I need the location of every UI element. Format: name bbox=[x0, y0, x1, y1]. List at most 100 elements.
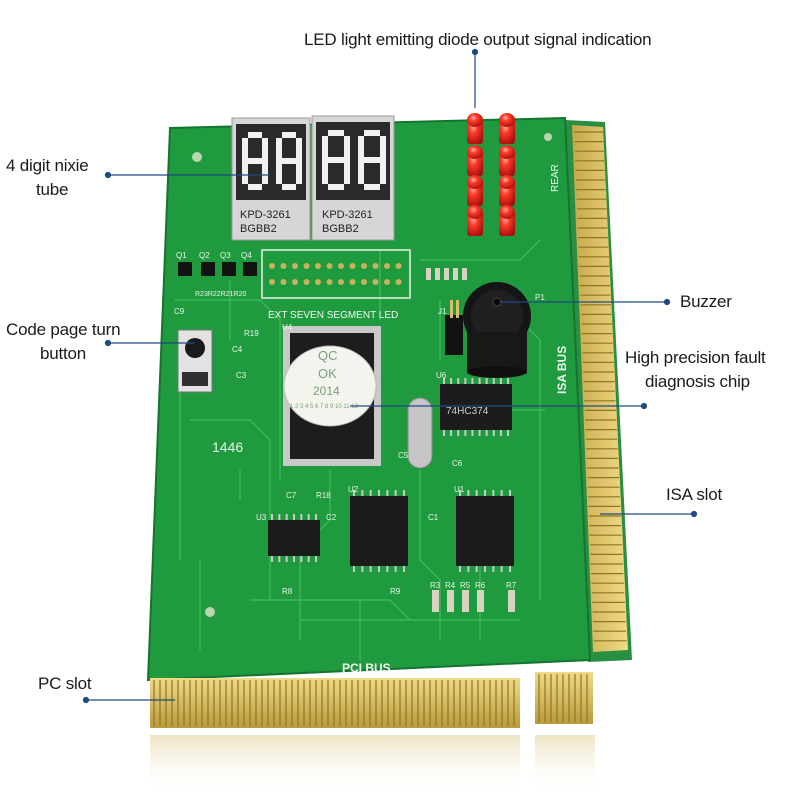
led-array bbox=[467, 113, 515, 236]
header-pin bbox=[326, 279, 333, 285]
header-pin bbox=[269, 263, 275, 269]
c4-label: C4 bbox=[232, 345, 243, 354]
buzzer: P1 bbox=[463, 282, 545, 378]
display-code-label: BGBB2 bbox=[240, 223, 277, 235]
segment bbox=[242, 138, 248, 161]
r6-label: R6 bbox=[475, 581, 486, 590]
segment bbox=[328, 130, 344, 136]
callout-buzzer: Buzzer bbox=[680, 292, 732, 311]
segment bbox=[262, 161, 268, 184]
header-pin bbox=[269, 279, 275, 285]
r4-label: R4 bbox=[445, 581, 456, 590]
callout-code-line1: Code page turn bbox=[6, 320, 121, 339]
p1-label: P1 bbox=[535, 293, 545, 302]
header-pin bbox=[303, 279, 310, 285]
header-pin bbox=[361, 263, 367, 269]
r7-label: R7 bbox=[506, 581, 517, 590]
r8-label: R8 bbox=[282, 587, 293, 596]
segment bbox=[364, 130, 380, 136]
mounting-hole bbox=[192, 152, 202, 162]
q2-label: Q2 bbox=[199, 251, 210, 260]
q1-label: Q1 bbox=[176, 251, 187, 260]
nixie-display-1: KPD-3261 BGBB2 bbox=[231, 117, 311, 241]
qc-sticker-digits: 1 2 3 4 5 6 7 8 9 10 11 12 bbox=[290, 404, 359, 410]
nixie-display-2: KPD-3261 BGBB2 bbox=[311, 115, 395, 241]
j1-label: J1 bbox=[438, 307, 447, 316]
u4-label: U4 bbox=[282, 323, 293, 332]
display-model-label: KPD-3261 bbox=[240, 209, 291, 221]
u6-label: U6 bbox=[436, 371, 447, 380]
segment bbox=[358, 160, 364, 184]
resistor-bank bbox=[426, 268, 467, 280]
c7-label: C7 bbox=[286, 491, 297, 500]
segment bbox=[380, 136, 386, 160]
segment bbox=[248, 158, 262, 164]
header-pin bbox=[372, 279, 379, 285]
isa-edge-connector bbox=[565, 120, 632, 662]
header-pin bbox=[280, 263, 287, 269]
q3-label: Q3 bbox=[220, 251, 231, 260]
u3-label: U3 bbox=[256, 513, 267, 522]
display-code-label: BGBB2 bbox=[322, 223, 359, 235]
callout-chip-line1: High precision fault bbox=[625, 348, 766, 367]
segment bbox=[262, 138, 268, 161]
segment bbox=[282, 132, 296, 138]
callout-code-page-button: Code page turn button bbox=[6, 318, 121, 366]
led-dome bbox=[467, 175, 483, 189]
seven-segment-label: EXT SEVEN SEGMENT LED bbox=[268, 310, 398, 321]
header-pin bbox=[338, 279, 344, 285]
chip-u3: U3 bbox=[256, 513, 320, 562]
header-pin bbox=[384, 263, 390, 269]
segment bbox=[344, 136, 350, 160]
segment bbox=[276, 138, 282, 161]
header-pin bbox=[361, 279, 367, 285]
segment bbox=[358, 136, 364, 160]
ext-seven-segment-header: EXT SEVEN SEGMENT LED bbox=[261, 249, 411, 321]
c5-label: C5 bbox=[398, 451, 409, 460]
board-reflection bbox=[150, 735, 520, 795]
segment bbox=[242, 161, 248, 184]
segment bbox=[296, 161, 302, 184]
callout-led: LED light emitting diode output signal i… bbox=[304, 30, 652, 49]
led-dome bbox=[467, 145, 483, 159]
header-pin bbox=[326, 263, 333, 269]
resistor-row-label: R23R22R21R20 bbox=[195, 291, 246, 298]
header-pin bbox=[384, 279, 390, 285]
q4-label: Q4 bbox=[241, 251, 252, 260]
segment bbox=[364, 157, 380, 163]
pci-bus-label: PCI BUS bbox=[342, 661, 391, 675]
led-dome bbox=[499, 145, 515, 159]
mounting-hole bbox=[205, 607, 215, 617]
c1-label: C1 bbox=[428, 513, 439, 522]
c3-label: C3 bbox=[236, 371, 247, 380]
led-dome bbox=[499, 205, 515, 219]
header-pin bbox=[349, 279, 356, 285]
callout-nixie-line2: tube bbox=[36, 180, 69, 199]
segment bbox=[380, 160, 386, 184]
transistor-row: Q1 Q2 Q3 Q4 R23R22R21R20 bbox=[176, 251, 257, 298]
callout-chip-line2: diagnosis chip bbox=[645, 372, 750, 391]
header-pin bbox=[315, 279, 321, 285]
qc-sticker-text: 2014 bbox=[313, 384, 340, 398]
segment bbox=[282, 158, 296, 164]
crystal-oscillator bbox=[407, 397, 433, 469]
header-pin bbox=[303, 263, 310, 269]
segment bbox=[276, 161, 282, 184]
segment bbox=[248, 132, 262, 138]
r5-label: R5 bbox=[460, 581, 471, 590]
callout-nixie-line1: 4 digit nixie bbox=[6, 156, 89, 175]
segment bbox=[248, 184, 262, 190]
mounting-hole bbox=[544, 133, 552, 141]
header-pin bbox=[315, 263, 321, 269]
c6-label: C6 bbox=[452, 459, 463, 468]
segment bbox=[322, 160, 328, 184]
callout-code-line2: button bbox=[40, 344, 87, 363]
board-marking: 1446 bbox=[212, 439, 243, 455]
chip-74hc-label: 74HC374 bbox=[446, 406, 489, 417]
callout-isa-slot: ISA slot bbox=[666, 485, 723, 504]
display-model-label: KPD-3261 bbox=[322, 209, 373, 221]
c2-label: C2 bbox=[326, 513, 337, 522]
chip-74hc374: 74HC374 U6 bbox=[436, 371, 512, 436]
pci-edge-connector bbox=[150, 672, 593, 728]
